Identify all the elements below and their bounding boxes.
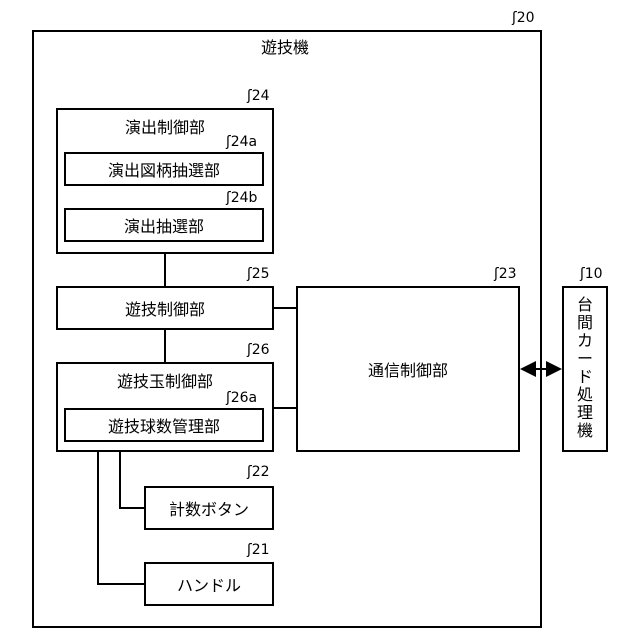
wire-ball-to-count-button xyxy=(120,452,144,508)
